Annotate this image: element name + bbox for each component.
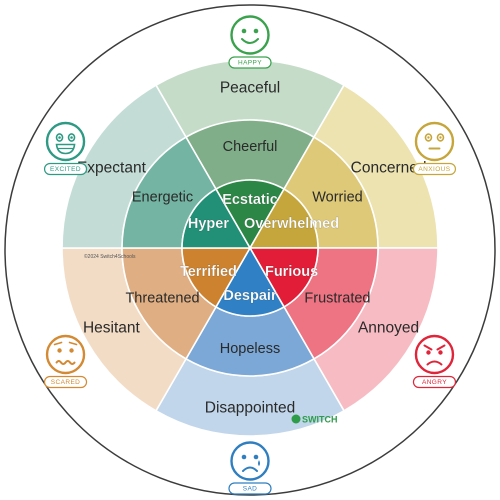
wheel-segments [61, 59, 439, 437]
label-sad-middle: Hopeless [220, 341, 280, 357]
sad-badge-label: SAD [243, 486, 258, 493]
label-anxious-outer: Concerned [351, 160, 427, 177]
label-scared-outer: Hesitant [83, 320, 141, 337]
mood-faces: HAPPY ANXIOUS ANGRY SAD SCARED EXCITED [43, 15, 457, 495]
segment-happy-inner [214, 179, 286, 250]
angry-badge-label: ANGRY [422, 379, 447, 386]
segment-scared-inner [181, 247, 252, 308]
label-sad-inner: Despair [223, 288, 277, 304]
segment-anxious-inner [248, 188, 319, 249]
switch-logo: SWITCH [291, 414, 338, 425]
label-anxious-inner: Overwhelmed [244, 216, 339, 232]
label-excited-middle: Energetic [132, 190, 193, 206]
excited-face-icon [45, 121, 86, 162]
label-excited-outer: Expectant [77, 160, 147, 177]
anxious-badge-label: ANXIOUS [418, 166, 450, 173]
anxious-badge: ANXIOUS [412, 162, 457, 176]
scared-badge: SCARED [43, 375, 88, 389]
label-excited-inner: Hyper [188, 216, 229, 232]
label-happy-outer: Peaceful [220, 80, 280, 97]
label-scared-inner: Terrified [180, 264, 237, 280]
switch-logo-mark [291, 414, 301, 424]
happy-badge-label: HAPPY [238, 60, 262, 67]
label-angry-inner: Furious [265, 264, 318, 280]
angry-face-icon [414, 334, 455, 375]
happy-face-icon [230, 15, 270, 55]
label-happy-inner: Ecstatic [222, 192, 278, 208]
excited-badge-label: EXCITED [50, 166, 81, 173]
anxious-face-icon [414, 121, 455, 162]
segment-excited-inner [181, 188, 252, 249]
excited-badge: EXCITED [43, 162, 88, 176]
label-angry-outer: Annoyed [358, 320, 419, 337]
label-happy-middle: Cheerful [223, 139, 278, 155]
segment-angry-inner [248, 247, 319, 308]
label-scared-middle: Threatened [125, 291, 199, 307]
switch-logo-text: SWITCH [302, 415, 338, 425]
sad-face-icon [230, 441, 270, 481]
segment-sad-inner [214, 246, 286, 317]
scared-face-icon [45, 334, 86, 375]
scared-badge-label: SCARED [51, 379, 81, 386]
label-anxious-middle: Worried [312, 190, 363, 206]
sad-badge: SAD [228, 482, 272, 495]
label-sad-outer: Disappointed [205, 400, 295, 417]
angry-badge: ANGRY [412, 375, 457, 389]
happy-badge: HAPPY [228, 56, 272, 69]
copyright-text: ©2024 Switch4Schools [84, 253, 136, 260]
label-angry-middle: Frustrated [304, 291, 370, 307]
